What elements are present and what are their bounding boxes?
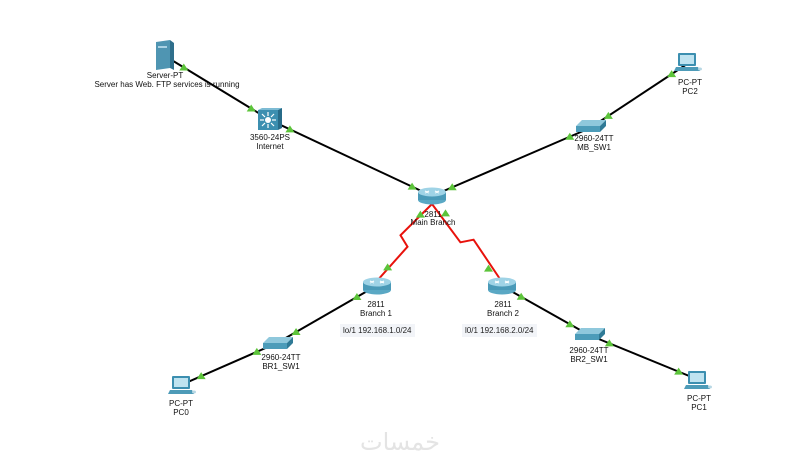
main-model-label: 2811 (424, 210, 442, 219)
link-br2sw1-pc1-light-a (604, 339, 614, 347)
main-name-label: Main Branch (410, 218, 456, 227)
branch2-network-note: l0/1 192.168.2.0/24 (462, 324, 537, 337)
pc2-name-label: PC2 (682, 87, 698, 96)
link-server-internet-light-a (179, 63, 189, 71)
watermark-logo: خمسات (359, 428, 441, 456)
link-main-br2[interactable] (431, 203, 503, 283)
br1sw1-model-label: 2960-24TT (261, 353, 301, 362)
link-main-br1-light-b (383, 263, 393, 271)
server-model-label: Server-PT (146, 71, 184, 80)
link-br2-br2sw1-light-b (565, 320, 575, 328)
pc0-icon[interactable] (168, 376, 196, 394)
server-name-label: Server has Web. FTP services is running (94, 80, 240, 89)
branch1-network-note: lo/1 192.168.1.0/24 (340, 324, 415, 337)
mbsw1-model-label: 2960-24TT (574, 134, 614, 143)
link-main-br1-light-a (415, 210, 425, 218)
link-br1-br1sw1-light-b (291, 328, 301, 336)
link-br1sw1-pc0-light-a (252, 347, 262, 355)
link-internet-main-light-a (285, 125, 295, 133)
router-main-icon[interactable] (418, 187, 446, 205)
pc1-icon[interactable] (684, 371, 712, 389)
link-pc2-mbsw1-light-b (603, 111, 613, 119)
switch-br2sw1-icon[interactable] (575, 328, 605, 340)
internet-model-label: 3560-24PS (249, 133, 291, 142)
link-internet-main-light-b (407, 182, 417, 190)
server-icon[interactable] (156, 40, 174, 70)
pc1-name-label: PC1 (691, 403, 707, 412)
pc1-model-label: PC-PT (687, 394, 711, 403)
link-mbsw1-main-light-b (447, 183, 457, 191)
internet-name-label: Internet (256, 142, 284, 151)
router-branch1-icon[interactable] (363, 277, 391, 295)
multilayer-switch-icon[interactable] (258, 108, 282, 130)
pc2-icon[interactable] (674, 53, 702, 71)
link-mbsw1-main-light-a (565, 132, 575, 140)
link-br1sw1-pc0-light-b (196, 372, 206, 380)
mbsw1-name-label: MB_SW1 (577, 143, 611, 152)
switch-mbsw1-icon[interactable] (576, 120, 606, 132)
link-br1sw1-pc0[interactable] (180, 342, 278, 386)
link-internet-main[interactable] (269, 119, 433, 197)
link-br2-br2sw1[interactable] (501, 285, 590, 336)
link-pc2-mbsw1-light-a (667, 70, 677, 78)
router-branch2-icon[interactable] (488, 277, 516, 295)
pc0-name-label: PC0 (173, 408, 189, 417)
pc0-model-label: PC-PT (169, 399, 193, 408)
link-br2sw1-pc1-light-b (674, 367, 684, 375)
br2-model-label: 2811 (494, 300, 512, 309)
br2-name-label: Branch 2 (486, 309, 520, 318)
link-main-br2-light-a (441, 209, 451, 217)
br1-name-label: Branch 1 (359, 309, 393, 318)
link-br2-br2sw1-light-a (516, 292, 526, 300)
br1-model-label: 2811 (367, 300, 385, 309)
switch-br1sw1-icon[interactable] (263, 337, 293, 349)
link-server-internet-light-b (246, 104, 256, 112)
link-lights-layer (179, 63, 684, 380)
link-main-br1[interactable] (375, 203, 433, 283)
br2sw1-name-label: BR2_SW1 (570, 355, 608, 364)
link-br1-br1sw1-light-a (352, 292, 362, 300)
br2sw1-model-label: 2960-24TT (569, 346, 609, 355)
link-main-br2-light-b (483, 264, 493, 272)
pc2-model-label: PC-PT (678, 78, 702, 87)
br1sw1-name-label: BR1_SW1 (262, 362, 300, 371)
link-mbsw1-main[interactable] (431, 127, 591, 197)
